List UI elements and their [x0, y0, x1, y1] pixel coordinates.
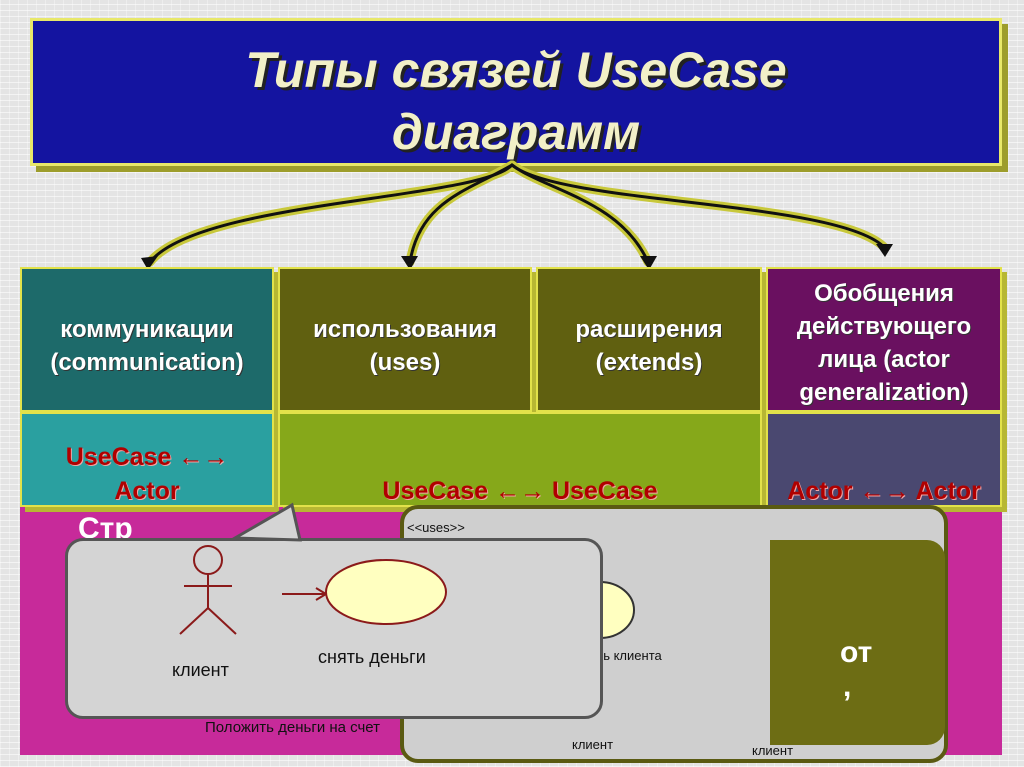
category-generalization: Обобщения действующего лица (actor gener… — [766, 267, 1002, 412]
category-communication: коммуникации (communication) — [20, 267, 274, 412]
relation-communication-box — [20, 412, 274, 507]
relation-generalization: Actor ←→ Actor — [787, 477, 981, 505]
title-line-1: Типы связей UseCase — [245, 42, 787, 98]
connector-arrows — [141, 160, 893, 270]
uses-name: использования — [313, 316, 497, 343]
generalization-line-4: generalization) — [799, 379, 969, 406]
title-line-2: диаграмм — [391, 104, 641, 160]
category-extends: расширения (extends) — [536, 267, 762, 412]
generalization-line-1: Обобщения — [814, 280, 954, 307]
put-money-label: Положить деньги на счет — [205, 719, 381, 736]
actor-leg-left — [179, 607, 209, 635]
category-uses: использования (uses) — [278, 267, 532, 412]
relation-uses-extends: UseCase ←→ UseCase — [382, 477, 658, 505]
communication-example-diagram — [179, 502, 447, 635]
olive-callout-edge — [770, 540, 945, 745]
client-label-3: клиент — [752, 743, 794, 758]
communication-sub: (communication) — [50, 349, 244, 376]
communication-name: коммуникации — [60, 316, 234, 343]
communication-example-callout — [65, 538, 603, 719]
actor-label: клиент — [172, 660, 229, 680]
extends-sub: (extends) — [595, 349, 703, 376]
partial-text-3: , — [843, 670, 852, 703]
relation-generalization-box — [766, 412, 1002, 507]
check-client-label: ить клиента — [590, 648, 662, 663]
generalization-line-2: действующего — [796, 313, 972, 340]
generalization-line-3: лица (actor — [818, 346, 950, 373]
actor-head — [193, 545, 223, 575]
client-label-2: клиент — [572, 737, 614, 752]
withdraw-usecase — [325, 559, 447, 625]
relation-communication-line1: UseCase ←→ — [65, 443, 229, 471]
title-banner: Типы связей UseCase диаграмм — [30, 18, 1002, 166]
usecase-label: снять деньги — [318, 647, 426, 667]
uses-sub: (uses) — [369, 349, 441, 376]
partial-text-2: от — [840, 636, 873, 669]
uses-stereotype-label: <<uses>> — [407, 520, 465, 535]
extends-name: расширения — [575, 316, 723, 343]
relation-communication-line2: Actor — [114, 477, 180, 505]
actor-leg-right — [207, 607, 237, 635]
